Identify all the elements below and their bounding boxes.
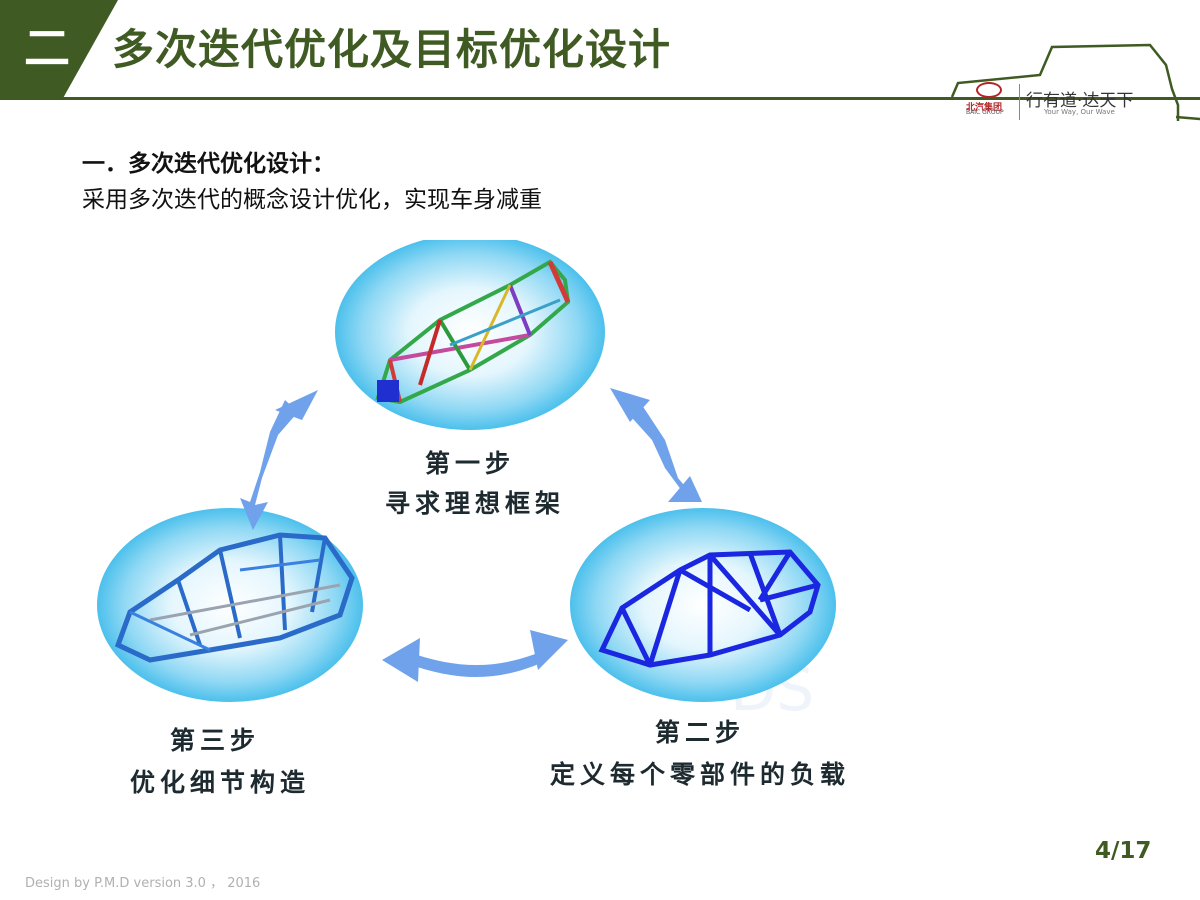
baic-logo-icon: 北汽集团 BAIC GROUP (962, 80, 1018, 116)
step1-label: 第一步 (424, 449, 515, 478)
step3-ellipse (97, 508, 363, 702)
arrow-step3-to-step1 (240, 390, 318, 530)
step2-ellipse (570, 508, 836, 702)
arrow-step1-to-step2 (610, 388, 702, 502)
ideal-frame-icon (375, 259, 571, 405)
step1-desc: 寻求理想框架 (384, 489, 565, 518)
page-title: 多次迭代优化及目标优化设计 (112, 25, 672, 74)
brand-slogan: 行有道·达天下 (1026, 91, 1134, 111)
section-number: 二 (24, 21, 70, 75)
step3-desc: 优化细节构造 (129, 768, 310, 797)
logo-ring-icon (976, 82, 1002, 98)
load-frame-icon (598, 549, 821, 668)
logo-brand-en: BAIC GROUP (966, 109, 1004, 116)
logo-divider (1019, 84, 1020, 120)
step3-label: 第三步 (169, 726, 260, 755)
step2-desc: 定义每个零部件的负载 (549, 760, 850, 789)
car-outline-icon (950, 43, 1200, 121)
logo-brand-cn: 北汽集团 (966, 103, 1003, 113)
cycle-graphic: DS (97, 234, 836, 725)
iteration-cycle-diagram: DS (90, 234, 870, 820)
footer-credit: Design by P.M.D version 3.0 ， 2016 (25, 876, 261, 891)
section-title: 一．多次迭代优化设计： (82, 151, 335, 177)
header-divider (58, 97, 1200, 100)
detailed-body-icon (114, 532, 355, 663)
arrow-step2-to-step3 (382, 630, 568, 682)
step2-label: 第二步 (654, 718, 745, 747)
page-number: 4/17 (1095, 838, 1152, 864)
section-description: 采用多次迭代的概念设计优化，实现车身减重 (82, 187, 542, 213)
brand-slogan-en: Your Way, Our Wave (1044, 108, 1115, 116)
step1-ellipse (335, 234, 605, 430)
